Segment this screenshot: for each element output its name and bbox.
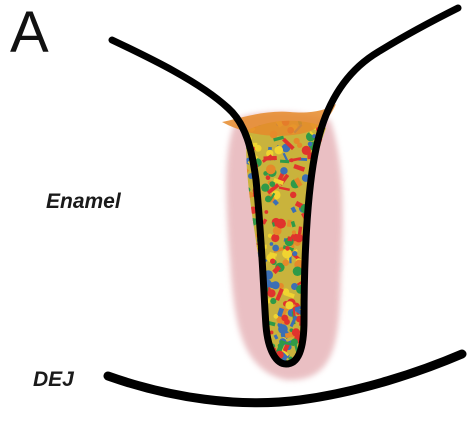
deposit-speck bbox=[297, 143, 302, 148]
deposit-speck bbox=[274, 314, 279, 319]
deposit-speck bbox=[292, 230, 296, 234]
deposit-speck bbox=[283, 288, 290, 295]
deposit-speck bbox=[285, 246, 290, 251]
deposit-speck bbox=[280, 167, 287, 174]
deposit-speck bbox=[295, 234, 304, 243]
deposit-speck bbox=[293, 266, 303, 276]
deposit-speck bbox=[272, 281, 280, 289]
deposit-speck bbox=[264, 210, 268, 214]
deposit-speck bbox=[271, 234, 279, 242]
deposit-speck bbox=[292, 328, 300, 336]
deposit-speck bbox=[255, 145, 262, 152]
deposit-speck bbox=[282, 259, 289, 266]
deposit-speck bbox=[292, 251, 297, 256]
deposit-speck bbox=[280, 160, 289, 164]
deposit-speck bbox=[269, 181, 275, 187]
deposit-speck bbox=[290, 192, 296, 198]
deposit-speck bbox=[268, 283, 272, 287]
dej-label: DEJ bbox=[33, 369, 74, 390]
deposit-speck bbox=[261, 184, 269, 192]
deposit-speck bbox=[270, 298, 276, 304]
deposit-speck bbox=[266, 165, 276, 175]
deposit-speck bbox=[278, 324, 288, 334]
deposit-speck bbox=[285, 301, 293, 309]
deposit-speck bbox=[308, 142, 313, 147]
deposit-speck bbox=[287, 236, 292, 241]
enamel-label: Enamel bbox=[46, 191, 121, 212]
deposit-speck bbox=[272, 245, 279, 252]
deposit-speck bbox=[287, 220, 292, 227]
panel-letter: A bbox=[10, 4, 49, 62]
deposit-speck bbox=[270, 259, 275, 264]
deposit-speck bbox=[274, 146, 283, 155]
deposit-speck bbox=[263, 156, 276, 161]
deposit-speck bbox=[284, 319, 290, 325]
deposit-speck bbox=[270, 242, 274, 246]
deposit-speck bbox=[291, 339, 298, 346]
deposit-speck bbox=[276, 219, 286, 229]
